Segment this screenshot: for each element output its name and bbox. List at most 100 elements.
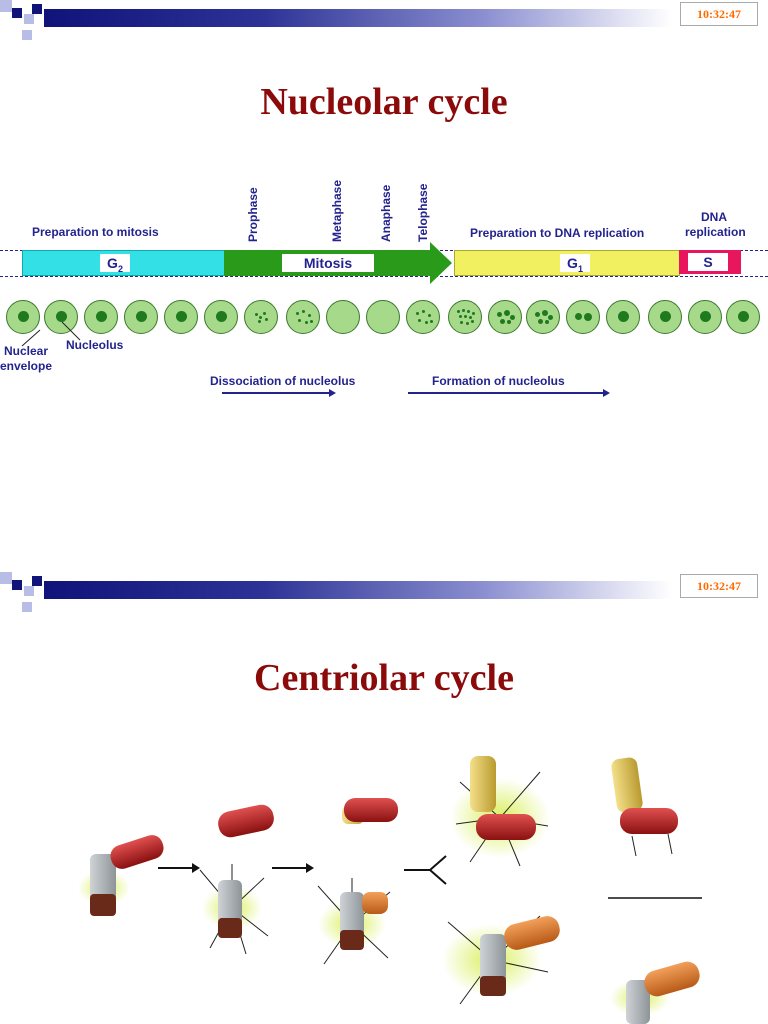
nucleolus — [700, 311, 711, 322]
mitosis-label: Mitosis — [282, 254, 374, 272]
nucleolus — [18, 311, 29, 322]
nucleolus-fragment — [460, 321, 463, 324]
nucleolus — [548, 315, 553, 320]
deco-square — [32, 4, 42, 14]
deco-square — [0, 572, 12, 584]
nucleolus — [510, 315, 515, 320]
slide-nucleolar: 10:32:47 Nucleolar cycle Preparation to … — [0, 0, 768, 402]
nucleolus-fragment — [430, 320, 433, 323]
nucleolus-fragment — [255, 313, 258, 316]
cell — [124, 300, 158, 334]
nucleolus-fragment — [457, 310, 460, 313]
nucleolus — [504, 310, 510, 316]
cell — [286, 300, 320, 334]
nucleolar-diagram: Preparation to mitosis Preparation to DN… — [0, 170, 768, 402]
cell — [526, 300, 560, 334]
telophase-label: Telophase — [416, 183, 430, 242]
deco-square — [24, 586, 34, 596]
nucleolus-fragment — [258, 320, 261, 323]
nucleolus-fragment — [467, 310, 470, 313]
slide-gap — [0, 540, 768, 572]
header-gradient-bar — [44, 9, 672, 27]
nucleolus-fragment — [459, 315, 462, 318]
nucleolus-fragment — [466, 322, 469, 325]
nucleolus-fragment — [310, 320, 313, 323]
cell — [606, 300, 640, 334]
prep-mitosis-label: Preparation to mitosis — [32, 225, 159, 239]
nucleolus-fragment — [418, 319, 421, 322]
prep-dna-label: Preparation to DNA replication — [470, 226, 645, 240]
centriole-pair-stage4-bottom — [442, 915, 560, 1005]
nucleolus-fragment — [471, 320, 474, 323]
formation-label: Formation of nucleolus — [432, 374, 565, 388]
centriole-pair-stage5-bottom — [610, 961, 700, 1024]
cell — [448, 300, 482, 334]
cell — [84, 300, 118, 334]
nucleolus-fragment — [472, 312, 475, 315]
deco-square — [24, 14, 34, 24]
cell — [44, 300, 78, 334]
centriolar-diagram — [78, 756, 702, 1024]
nucleolus — [96, 311, 107, 322]
nucleolus — [500, 319, 505, 324]
centriole-pair-stage5-top — [611, 757, 678, 857]
nucleolus — [176, 311, 187, 322]
deco-square — [12, 580, 22, 590]
nuclear-envelope-label-2: envelope — [0, 359, 53, 373]
arrow-1 — [158, 863, 200, 873]
g1-label: G1 — [560, 254, 590, 274]
nucleolus — [618, 311, 629, 322]
nucleolus — [660, 311, 671, 322]
nucleolus-fragment — [305, 321, 308, 324]
nucleolus-fragment — [416, 312, 419, 315]
deco-square — [22, 602, 32, 612]
clock: 10:32:47 — [680, 2, 758, 26]
cell — [726, 300, 760, 334]
nucleolus-fragment — [428, 314, 431, 317]
cell — [648, 300, 682, 334]
cell — [688, 300, 722, 334]
cell — [244, 300, 278, 334]
nucleolus-fragment — [462, 309, 465, 312]
cell — [488, 300, 522, 334]
cell — [406, 300, 440, 334]
nucleolus-fragment — [469, 316, 472, 319]
slide-centriolar: 10:32:47 Centriolar cycle — [0, 572, 768, 1024]
cell — [366, 300, 400, 334]
nucleolus — [216, 311, 227, 322]
nucleolus-fragment — [263, 312, 266, 315]
formation-arrow — [408, 389, 610, 397]
nucleolus-fragment — [422, 310, 425, 313]
prophase-label: Prophase — [246, 187, 260, 242]
cell — [164, 300, 198, 334]
label-pointers — [21, 321, 81, 347]
nucleolus-fragment — [298, 319, 301, 322]
cell — [6, 300, 40, 334]
nucleolus-fragment — [425, 321, 428, 324]
cell — [326, 300, 360, 334]
nucleolus-fragment — [296, 312, 299, 315]
centriole-pair-stage1 — [78, 835, 164, 916]
nucleolus — [584, 313, 592, 321]
slide-title: Nucleolar cycle — [260, 81, 508, 123]
dna-replication-label-2: replication — [685, 225, 746, 239]
deco-square — [22, 30, 32, 40]
fork-arrow — [404, 855, 447, 885]
dissociation-label: Dissociation of nucleolus — [210, 374, 356, 388]
nucleolus — [56, 311, 67, 322]
clock: 10:32:47 — [680, 574, 758, 598]
nucleolus-fragment — [308, 314, 311, 317]
deco-square — [0, 0, 12, 12]
mitosis-arrow-head — [430, 242, 452, 284]
nucleolus — [538, 319, 543, 324]
slide-header-bar: 10:32:47 — [0, 572, 768, 616]
cell — [204, 300, 238, 334]
centriole-pair-stage4-top — [450, 756, 550, 867]
g2-label: G2 — [100, 254, 130, 274]
deco-square — [32, 576, 42, 586]
s-label: S — [688, 253, 728, 271]
nucleolus-fragment — [265, 318, 268, 321]
nucleolus — [542, 310, 548, 316]
nucleolus — [497, 312, 502, 317]
dna-replication-label-1: DNA — [701, 210, 727, 224]
